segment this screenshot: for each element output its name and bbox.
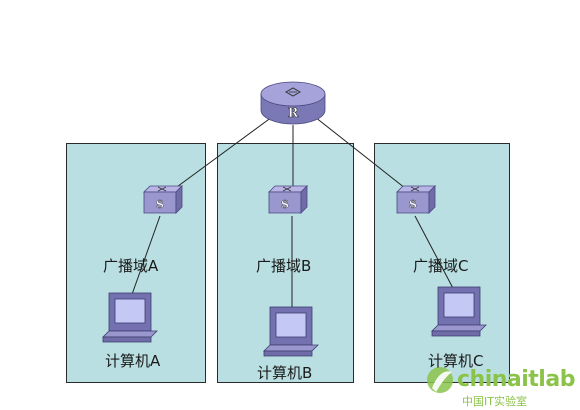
broadcast-domain-b-label: 广播域B bbox=[256, 257, 312, 275]
link-router-switch-a bbox=[169, 116, 273, 193]
computer-a-icon bbox=[102, 292, 158, 343]
switch-a-icon: S bbox=[143, 185, 183, 214]
computer-b-label: 计算机B bbox=[257, 364, 313, 382]
switch-b-label: S bbox=[281, 198, 289, 211]
computer-a-label: 计算机A bbox=[105, 352, 161, 370]
router-label: R bbox=[288, 106, 299, 121]
switch-c-label: S bbox=[409, 198, 417, 211]
link-router-switch-c bbox=[314, 116, 411, 193]
router-icon: R bbox=[260, 81, 326, 125]
link-switch-c-pc-c bbox=[414, 215, 456, 293]
computer-c-label: 计算机C bbox=[428, 352, 484, 370]
broadcast-domain-c-label: 广播域C bbox=[413, 257, 469, 275]
broadcast-domain-a-label: 广播域A bbox=[103, 257, 159, 275]
link-switch-a-pc-a bbox=[129, 215, 161, 301]
watermark-subtext: 中国IT实验室 bbox=[462, 395, 527, 408]
switch-b-icon: S bbox=[268, 185, 308, 214]
switch-a-label: S bbox=[156, 198, 164, 211]
computer-c-icon bbox=[431, 286, 487, 337]
computer-b-icon bbox=[263, 306, 319, 357]
switch-c-icon: S bbox=[396, 185, 436, 214]
watermark-text: chinaitlab bbox=[457, 367, 575, 392]
watermark-logo-icon bbox=[427, 367, 453, 393]
